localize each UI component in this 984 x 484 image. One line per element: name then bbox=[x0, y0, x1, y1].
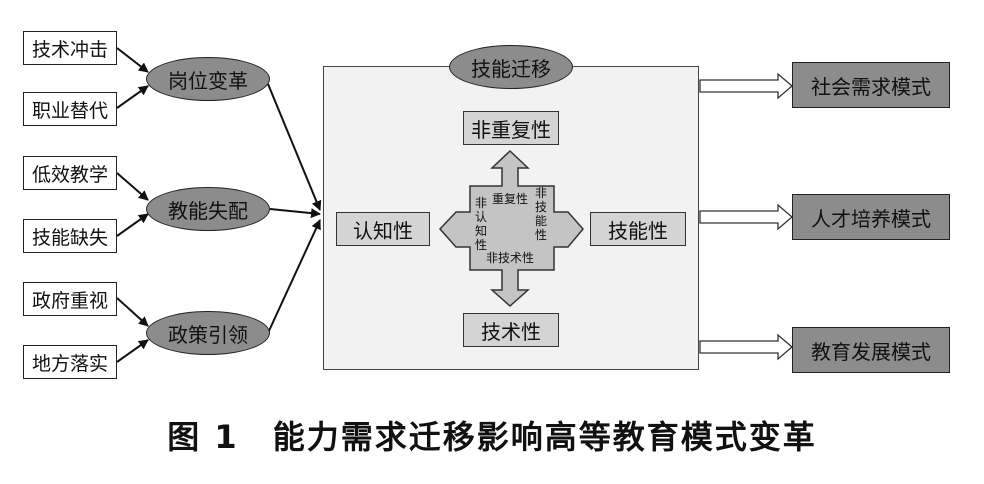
driver-ellipse-2: 教能失配 bbox=[146, 187, 270, 231]
arrow-input-1-to-driver-1 bbox=[116, 47, 149, 73]
inner-label-left: 非认知性 bbox=[474, 196, 487, 252]
output-arrow-1 bbox=[699, 72, 793, 100]
arrow-input-4-to-driver-2 bbox=[116, 213, 149, 237]
inner-label-bottom: 非技术性 bbox=[486, 251, 535, 265]
input-box-4: 技能缺失 bbox=[23, 219, 117, 253]
input-box-6: 地方落实 bbox=[23, 345, 117, 379]
output-box-1: 社会需求模式 bbox=[792, 62, 950, 108]
arrow-driver-1-to-center bbox=[267, 83, 322, 211]
driver-ellipse-1: 岗位变革 bbox=[146, 57, 270, 101]
input-box-2: 职业替代 bbox=[23, 92, 117, 126]
output-arrow-3 bbox=[699, 333, 793, 361]
arrow-driver-3-to-center bbox=[267, 219, 321, 334]
driver-ellipse-3: 政策引领 bbox=[146, 311, 270, 355]
arrow-input-6-to-driver-3 bbox=[116, 339, 149, 363]
dimension-left-box: 认知性 bbox=[336, 212, 430, 246]
output-box-3: 教育发展模式 bbox=[792, 327, 950, 373]
inner-label-top: 重复性 bbox=[492, 192, 529, 206]
output-box-2: 人才培养模式 bbox=[792, 194, 950, 240]
inner-label-right: 非技能性 bbox=[534, 186, 547, 242]
input-box-1: 技术冲击 bbox=[23, 31, 117, 65]
dimension-top-box: 非重复性 bbox=[463, 111, 559, 145]
dimension-bottom-box: 技术性 bbox=[463, 313, 559, 347]
skill-migration-ellipse: 技能迁移 bbox=[449, 45, 573, 89]
output-arrow-2 bbox=[699, 203, 793, 231]
arrow-driver-2-to-center bbox=[269, 208, 321, 219]
arrow-input-2-to-driver-1 bbox=[116, 85, 149, 109]
input-box-5: 政府重视 bbox=[23, 282, 117, 316]
arrow-input-5-to-driver-3 bbox=[116, 297, 149, 327]
arrow-input-3-to-driver-2 bbox=[116, 172, 149, 201]
figure-caption: 图 1 能力需求迁移影响高等教育模式变革 bbox=[167, 418, 817, 456]
dimension-right-box: 技能性 bbox=[590, 212, 686, 246]
input-box-3: 低效教学 bbox=[23, 156, 117, 190]
